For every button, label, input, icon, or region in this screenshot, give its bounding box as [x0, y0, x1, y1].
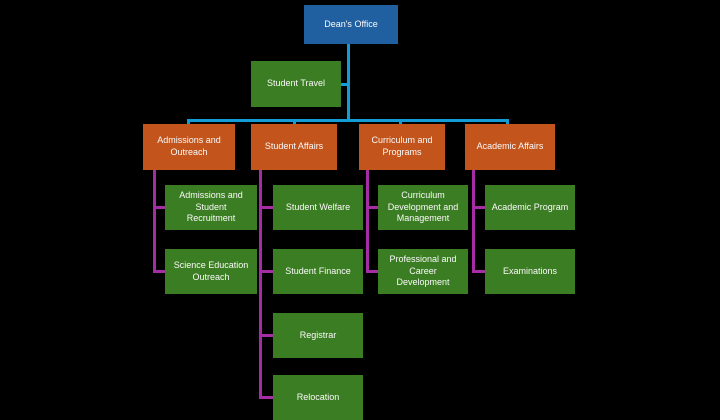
connector-branch0-stub-1 — [153, 270, 165, 273]
connector-rail — [187, 119, 509, 122]
connector-branch2-stub-0 — [366, 206, 378, 209]
connector-branch2-stub-1 — [366, 270, 378, 273]
node-label: Student Affairs — [264, 141, 324, 152]
connector-branch1-vertical — [259, 170, 262, 399]
node-student-affairs[interactable]: Student Affairs — [251, 124, 337, 170]
node-label: Curriculum and Programs — [371, 135, 433, 157]
node-admissions-and-outreach[interactable]: Admissions and Outreach — [143, 124, 235, 170]
connector-drop-academic-affairs — [506, 119, 509, 125]
node-curriculum-development-and-management[interactable]: Curriculum Development and Management — [378, 185, 468, 230]
connector-branch1-stub-0 — [259, 206, 273, 209]
connector-branch1-stub-2 — [259, 334, 273, 337]
node-label: Dean's Office — [324, 18, 378, 29]
node-label: Admissions and Student Recruitment — [179, 189, 243, 224]
node-examinations[interactable]: Examinations — [485, 249, 575, 294]
connector-branch1-stub-3 — [259, 396, 273, 399]
connector-branch1-stub-1 — [259, 270, 273, 273]
connector-drop-student-affairs — [293, 119, 296, 125]
node-label: Curriculum Development and Management — [387, 189, 459, 224]
node-deans-office[interactable]: Dean's Office — [304, 5, 398, 44]
node-student-finance[interactable]: Student Finance — [273, 249, 363, 294]
connector-drop-admissions-and-outreach — [187, 119, 190, 125]
node-academic-program[interactable]: Academic Program — [485, 185, 575, 230]
connector-drop-curriculum-and-programs — [399, 119, 402, 125]
node-label: Student Travel — [266, 78, 326, 89]
connector-branch3-stub-0 — [472, 206, 485, 209]
node-label: Student Welfare — [285, 201, 351, 212]
connector-branch3-vertical — [472, 170, 475, 273]
node-professional-and-career-development[interactable]: Professional and Career Development — [378, 249, 468, 294]
node-student-welfare[interactable]: Student Welfare — [273, 185, 363, 230]
node-label: Academic Program — [491, 201, 569, 212]
connector-branch2-vertical — [366, 170, 369, 273]
node-relocation[interactable]: Relocation — [273, 375, 363, 420]
node-science-education-outreach[interactable]: Science Education Outreach — [165, 249, 257, 294]
node-admissions-and-student-recruitment[interactable]: Admissions and Student Recruitment — [165, 185, 257, 230]
node-label: Professional and Career Development — [389, 253, 457, 288]
node-label: Examinations — [502, 265, 558, 276]
node-label: Student Finance — [285, 265, 351, 276]
node-label: Academic Affairs — [476, 141, 544, 152]
node-academic-affairs[interactable]: Academic Affairs — [465, 124, 555, 170]
node-label: Science Education Outreach — [173, 259, 249, 282]
node-registrar[interactable]: Registrar — [273, 313, 363, 358]
connector-branch3-stub-1 — [472, 270, 485, 273]
node-curriculum-and-programs[interactable]: Curriculum and Programs — [359, 124, 445, 170]
connector-branch0-vertical — [153, 170, 156, 273]
node-student-travel[interactable]: Student Travel — [251, 61, 341, 107]
connector-branch0-stub-0 — [153, 206, 165, 209]
node-label: Registrar — [299, 329, 337, 340]
node-label: Admissions and Outreach — [157, 135, 221, 157]
node-label: Relocation — [296, 391, 340, 402]
connector-student-travel-stub — [341, 83, 350, 86]
